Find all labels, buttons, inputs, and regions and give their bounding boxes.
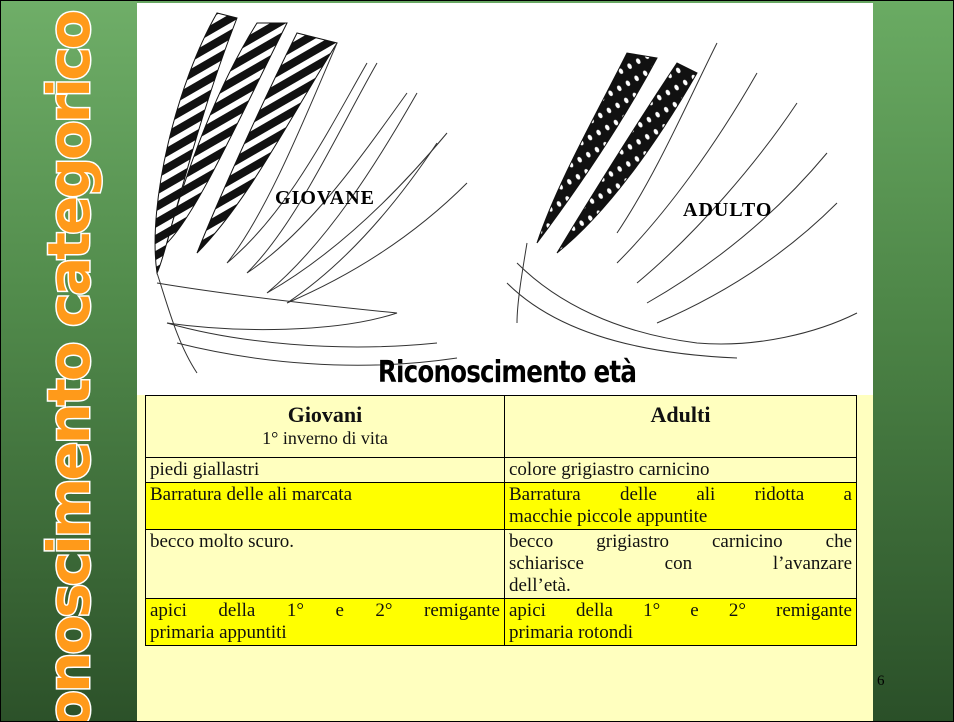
cell-line: becco grigiastro carnicino che [509, 531, 852, 552]
table-header-row: Giovani 1° inverno di vita Adulti [145, 395, 857, 458]
cell-young-feet: piedi giallastri [145, 457, 505, 483]
left-band [1, 1, 137, 721]
cell-young-beak: becco molto scuro. [145, 529, 505, 599]
table-row: apici della 1° e 2° remigante primaria a… [145, 598, 857, 646]
section-heading: Riconoscimento età [377, 355, 637, 390]
vertical-title: Riconoscimento categorico età [34, 0, 105, 722]
page-number: 6 [877, 673, 885, 689]
cell-line: Barratura delle ali ridotta a [509, 484, 852, 505]
label-adulto: ADULTO [683, 199, 773, 221]
cell-line: schiarisce con l’avanzare [509, 553, 852, 574]
cell-line: dell’età. [509, 575, 571, 596]
adult-wing [506, 42, 858, 359]
header-adulti: Adulti [504, 395, 857, 458]
comparison-table-panel: Giovani 1° inverno di vita Adulti piedi … [137, 395, 873, 721]
comparison-table: Giovani 1° inverno di vita Adulti piedi … [145, 395, 857, 646]
cell-young-primaries: apici della 1° e 2° remigante primaria a… [145, 598, 505, 646]
cell-line: apici della 1° e 2° remigante [509, 600, 852, 621]
header-giovani-subtitle: 1° inverno di vita [262, 428, 388, 448]
header-adulti-title: Adulti [650, 402, 711, 427]
cell-adult-beak: becco grigiastro carnicino che schiarisc… [504, 529, 857, 599]
right-band [871, 1, 953, 721]
cell-line: macchie piccole appuntite [509, 506, 708, 527]
table-row: becco molto scuro. becco grigiastro carn… [145, 529, 857, 599]
young-wing [154, 12, 468, 374]
header-giovani: Giovani 1° inverno di vita [145, 395, 505, 458]
cell-adult-barring: Barratura delle ali ridotta a macchie pi… [504, 482, 857, 530]
wing-illustration [154, 12, 858, 374]
cell-line: primaria rotondi [509, 622, 633, 643]
cell-line: primaria appuntiti [150, 622, 287, 643]
table-row: Barratura delle ali marcata Barratura de… [145, 482, 857, 530]
cell-line: apici della 1° e 2° remigante [150, 600, 500, 621]
table-row: piedi giallastri colore grigiastro carni… [145, 457, 857, 483]
header-giovani-title: Giovani [287, 402, 363, 427]
cell-adult-feet: colore grigiastro carnicino [504, 457, 857, 483]
cell-young-barring: Barratura delle ali marcata [145, 482, 505, 530]
cell-adult-primaries: apici della 1° e 2° remigante primaria r… [504, 598, 857, 646]
label-giovane: GIOVANE [275, 187, 375, 209]
content-panel: GIOVANE ADULTO Riconoscimento età Giovan… [137, 3, 873, 721]
